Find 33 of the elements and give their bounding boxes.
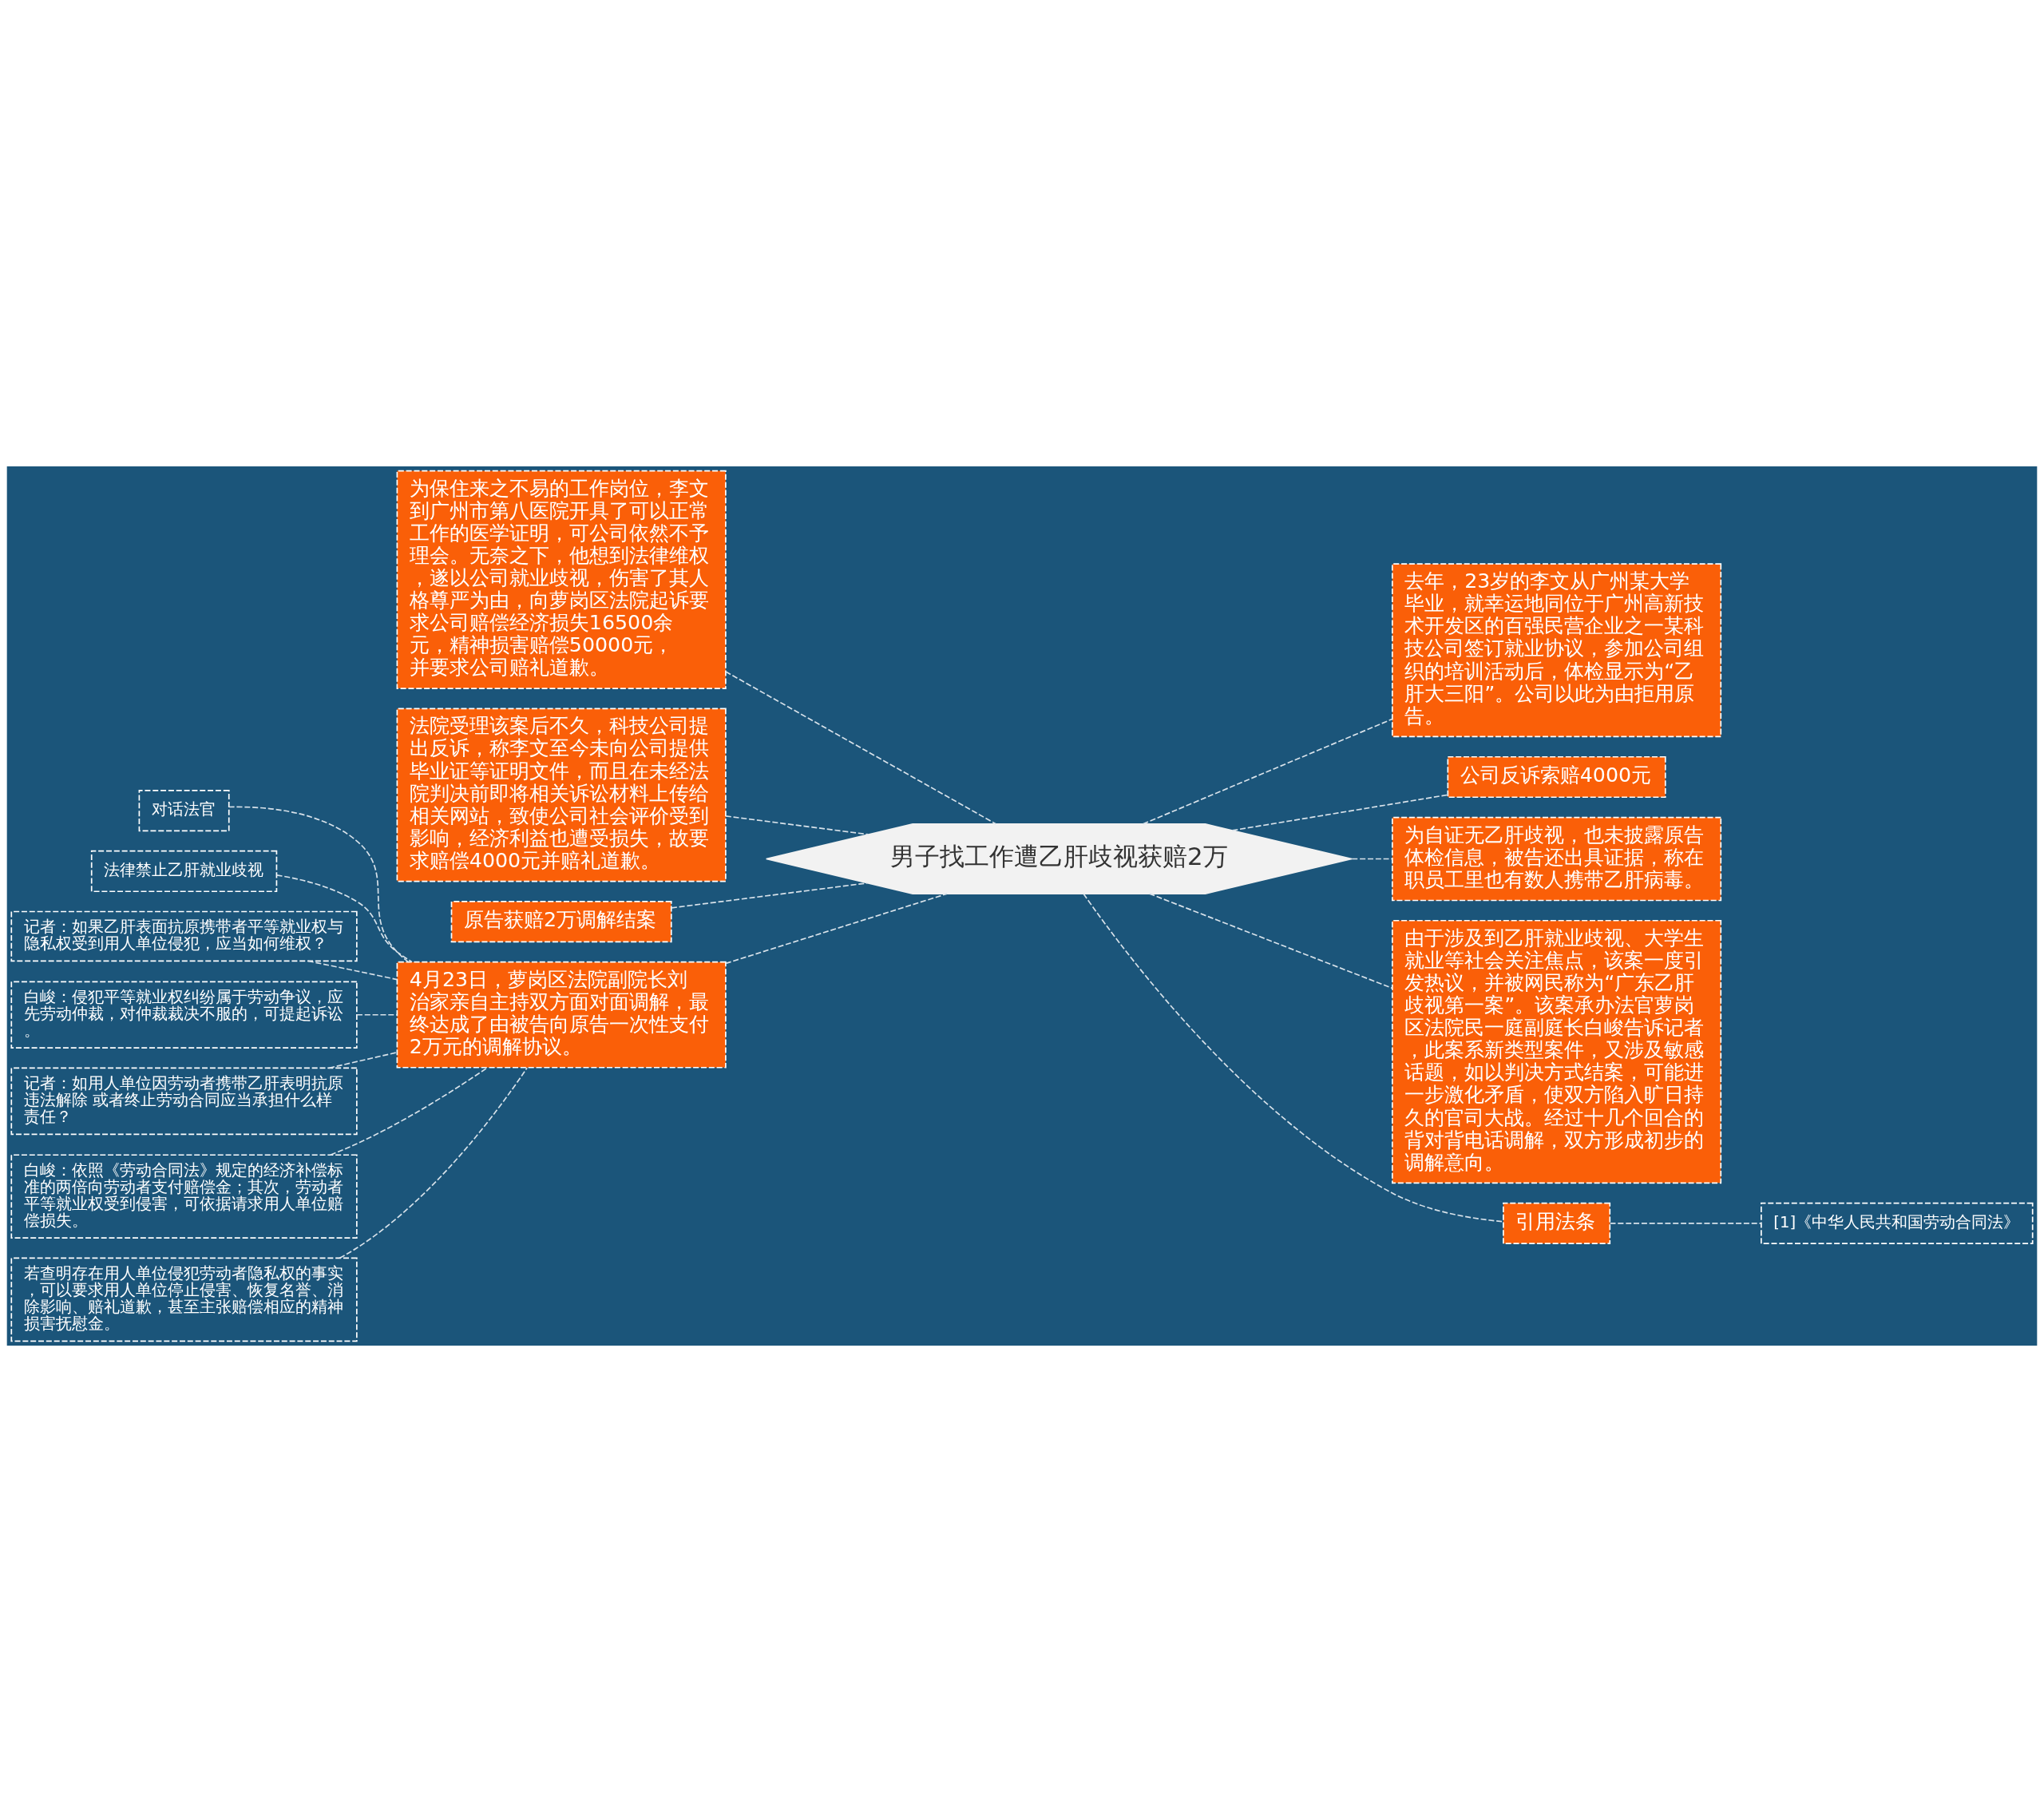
connector [725,893,948,965]
connector [339,1067,528,1259]
node-box: 法律禁止乙肝就业歧视 [90,850,278,893]
connector [1083,893,1504,1223]
node-box: 4月23日，萝岗区法院副院长刘治家亲自主持双方面对面调解，最终达成了由被告向原告一次性支付2万元的调解协议。 [396,961,727,1069]
connector [329,1066,489,1156]
connector [1142,718,1393,825]
node-box: 记者：如果乙肝表面抗原携带者平等就业权与隐私权受到用人单位侵犯，应当如何维权？ [10,910,358,962]
connector [275,874,413,963]
node-box: 若查明存在用人单位侵犯劳动者隐私权的事实，可以要求用人单位停止侵害、恢复名誉、消除影响、赔礼道歉，甚至主张赔偿相应的精神损害抚慰金。 [10,1257,358,1342]
connector [1231,794,1448,831]
node-box: 记者：如用人单位因劳动者携带乙肝表明抗原违法解除 或者终止劳动合同应当承担什么样责任？ [10,1067,358,1136]
node-box: [1]《中华人民共和国劳动合同法》 [1761,1202,2034,1245]
connector [1609,1223,1762,1224]
connector [1148,893,1393,989]
connector [671,882,869,909]
connector [725,815,869,835]
connector [328,1051,398,1069]
node-box: 法院受理该案后不久，科技公司提出反诉，称李文至今未向公司提供毕业证等证明文件，而且在未经法院判决前即将相关诉讼材料上传给相关网站，致使公司社会评价受到影响，经济利益也遭受损失，故要求赔偿4000元并赔礼道歉。 [396,708,727,882]
node-box: 公司反诉索赔4000元 [1447,755,1666,799]
connector [725,671,997,825]
node-box: 白峻：侵犯平等就业权纠纷属于劳动争议，应先劳动仲裁，对仲裁裁决不服的，可提起诉讼。 [10,981,358,1049]
node-box: 白峻：依照《劳动合同法》规定的经济补偿标准的两倍向劳动者支付赔偿金；其次，劳动者平等就业权受到侵害，可依据请求用人单位赔偿损失。 [10,1154,358,1239]
connector [228,806,409,963]
node-box: 由于涉及到乙肝就业歧视、大学生就业等社会关注焦点，该案一度引发热议，并被网民称为“广东乙肝歧视第一案”。该案承办法官萝岗区法院民一庭副庭长白峻告诉记者，此案系新类型案件，又涉及敏感话题，如以判决方式结案，可能进一步激化矛盾，使双方陷入旷日持久的官司大战。经过十几个回合的背对背电话调解，双方形成初步的调解意向。 [1391,919,1722,1184]
connector [1351,858,1393,860]
node-box: 去年，23岁的李文从广州某大学毕业，就幸运地同位于广州高新技术开发区的百强民营企业之一某科技公司签订就业协议，参加公司组织的培训活动后，体检显示为“乙肝大三阳”。公司以此为由拒用原告。 [1391,563,1722,738]
node-box: 原告获赔2万调解结案 [450,901,672,943]
connector [356,1013,398,1016]
node-box: 为自证无乙肝歧视，也未披露原告体检信息，被告还出具证据，称在职员工里也有数人携带乙肝病毒。 [1391,816,1722,902]
node-box: 引用法条 [1503,1202,1611,1245]
node-box: 对话法官 [138,790,230,832]
node-box: 为保住来之不易的工作岗位，李文到广州市第八医院开具了可以正常工作的医学证明，可公司依然不予理会。无奈之下，他想到法律维权，遂以公司就业歧视，伤害了其人格尊严为由，向萝岗区法院起诉要求公司赔偿经济损失16500余元，精神损害赔偿50000元，并要求公司赔礼道歉。 [396,470,727,689]
